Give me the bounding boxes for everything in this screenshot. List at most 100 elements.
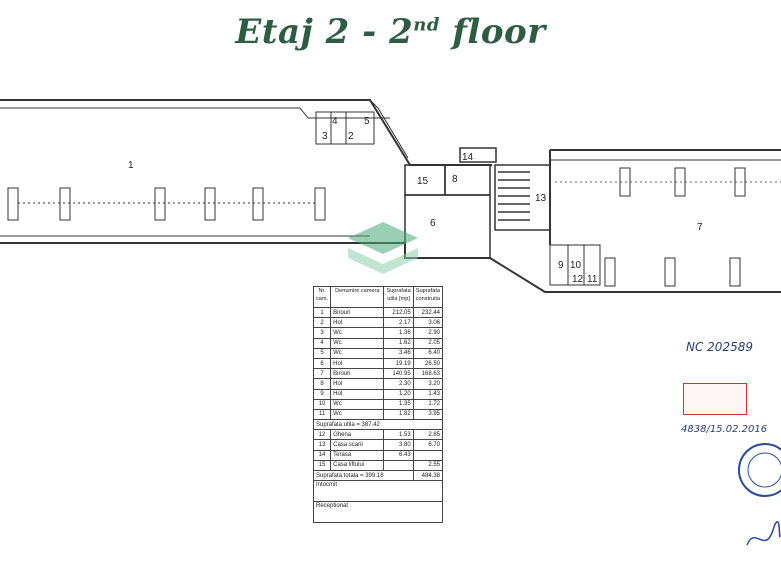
table-header-useful-area: Suprafata utila [mp] <box>383 286 414 308</box>
table-header-row: Nr. cam. Denumire camera Suprafata utila… <box>312 286 444 308</box>
room-label-6: 6 <box>430 218 436 229</box>
table-cell: 3.80 <box>383 439 414 451</box>
room-label-4: 4 <box>332 116 338 127</box>
table-cell: 1.82 <box>383 408 414 421</box>
room-label-10: 10 <box>570 260 582 271</box>
room-label-13: 13 <box>535 193 547 204</box>
table-cell: 3.46 <box>383 347 414 359</box>
central-core <box>404 147 551 259</box>
table-cell: Hol <box>330 378 385 390</box>
room-label-8: 8 <box>452 174 458 185</box>
table-cell: 2.30 <box>383 378 414 390</box>
room-label-5: 5 <box>364 116 370 127</box>
total-constructed: 484.38 <box>412 469 444 482</box>
table-cell: 5 <box>312 347 332 359</box>
table-cell: 212.05 <box>383 306 414 319</box>
table-cell: Wc <box>330 408 385 421</box>
table-cell: 11 <box>312 408 332 421</box>
table-cell: Birouri <box>330 306 385 319</box>
table-cell: 4 <box>312 337 332 349</box>
subtotal-text: Suprafata utila = 387.42 <box>313 419 443 431</box>
table-cell: 2 <box>312 317 332 329</box>
signature-row-intocmit: Intocmit <box>313 480 443 503</box>
table-cell: 232.44 <box>412 306 444 319</box>
watermark-logo <box>348 222 418 274</box>
table-cell: 6.70 <box>412 439 444 451</box>
table-cell <box>383 459 414 472</box>
table-cell: 15 <box>312 459 332 472</box>
subtotal-row: Suprafata utila = 387.42 <box>313 419 443 431</box>
table-cell: Casa liftului <box>330 459 385 472</box>
columns-room-1 <box>7 187 326 221</box>
table-cell: 2.85 <box>412 429 444 441</box>
table-cell: Wc <box>330 327 385 339</box>
room-label-3: 3 <box>322 131 328 142</box>
table-header-built-area: Suprafata construita <box>412 286 444 308</box>
table-cell: 10 <box>312 398 332 410</box>
table-cell: 1.72 <box>412 398 444 410</box>
table-cell: 7 <box>312 368 332 380</box>
plan-title: Etaj 2 - 2nd floor <box>235 12 546 52</box>
room-label-15: 15 <box>417 176 429 187</box>
table-cell: Hol <box>330 317 385 329</box>
east-wing-walls <box>549 149 781 287</box>
table-cell: Hol <box>330 388 385 400</box>
table-cell: 9 <box>312 388 332 400</box>
cadastral-number: NC 202589 <box>686 340 753 354</box>
room-label-14: 14 <box>462 152 474 163</box>
table-cell: 12 <box>312 429 332 441</box>
total-text: Suprafata totala = 399.18 <box>313 469 414 482</box>
table-cell: 6.40 <box>412 347 444 359</box>
signature-scribble-icon <box>746 520 781 546</box>
table-cell: 1.62 <box>383 337 414 349</box>
table-cell: Wc <box>330 347 385 359</box>
table-cell <box>412 449 444 461</box>
wc-block-west <box>315 111 375 145</box>
intocmit-label: Intocmit <box>313 480 443 503</box>
room-label-7: 7 <box>697 222 703 233</box>
table-cell: Wc <box>330 337 385 349</box>
table-cell: 1.53 <box>383 429 414 441</box>
room-label-12: 12 <box>572 274 584 285</box>
table-cell: 1.36 <box>383 327 414 339</box>
room-label-9: 9 <box>558 260 564 271</box>
table-cell: Hol <box>330 357 385 370</box>
table-cell: 6 <box>312 357 332 370</box>
table-header-nr: Nr. cam. <box>312 286 332 308</box>
table-cell: Birouri <box>330 368 385 380</box>
table-cell: 168.63 <box>412 368 444 380</box>
registration-ref: 4838/15.02.2016 <box>681 424 768 435</box>
signature-row-receptionat: Receptionat <box>313 501 443 524</box>
table-cell: 2.90 <box>412 327 444 339</box>
table-cell: 140.95 <box>383 368 414 380</box>
table-cell: 1.20 <box>383 388 414 400</box>
table-cell: 1 <box>312 306 332 319</box>
room-area-table: Nr. cam. Denumire camera Suprafata utila… <box>312 286 444 524</box>
table-cell: 8 <box>312 378 332 390</box>
table-cell: 14 <box>312 449 332 461</box>
table-cell: 26.50 <box>412 357 444 370</box>
table-cell: 2.05 <box>412 337 444 349</box>
approval-stamp <box>683 383 747 415</box>
table-cell: 2.55 <box>412 459 444 472</box>
table-cell: 13 <box>312 439 332 451</box>
table-cell: Casa scarii <box>330 439 385 451</box>
room-label-2: 2 <box>348 131 354 142</box>
table-header-name: Denumire camera <box>330 286 385 308</box>
